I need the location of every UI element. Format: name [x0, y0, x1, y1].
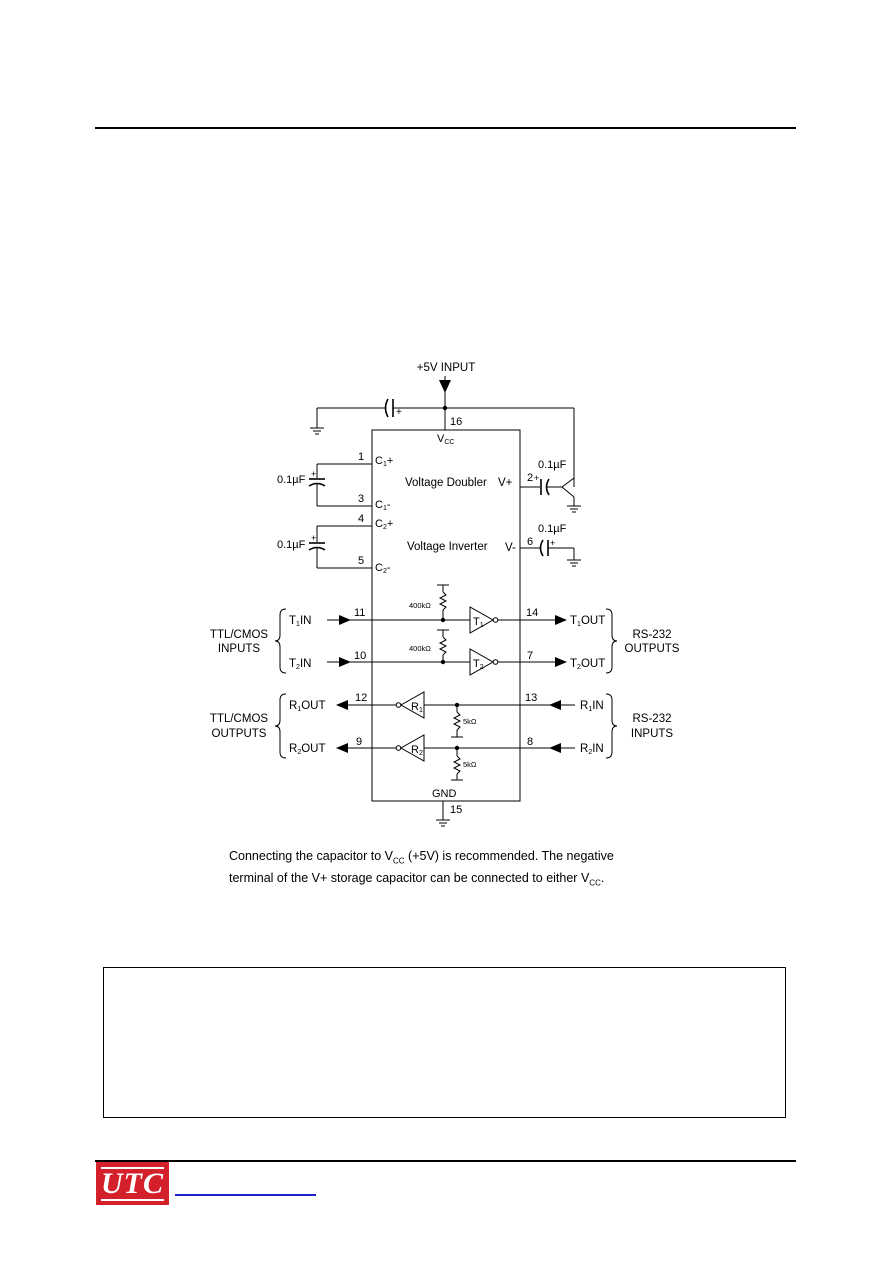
r400-1-value: 400kΩ	[409, 601, 431, 610]
website-link[interactable]	[175, 1193, 316, 1196]
cap3-branch-up	[561, 477, 575, 488]
t1-node	[440, 617, 446, 623]
pin-15-label: 15	[450, 804, 462, 816]
ttl-outputs-label-2: OUTPUTS	[212, 728, 267, 740]
left-brace-inputs	[274, 608, 287, 674]
r2-buffer-label: R2	[411, 744, 423, 757]
utc-logo-text: UTC	[101, 1166, 164, 1201]
v-minus-label: V-	[505, 542, 516, 554]
t2-buffer-label: T2	[473, 658, 484, 671]
pin-14-label: 14	[526, 607, 538, 619]
chip-gnd-label: GND	[432, 788, 457, 800]
note-line-1: Connecting the capacitor to VCC (+5V) is…	[229, 849, 614, 866]
pin-11-label: 11	[354, 607, 365, 619]
cap2-value: 0.1µF	[277, 539, 306, 551]
right-brace-outputs	[605, 608, 618, 674]
t2-node	[440, 659, 446, 665]
note-line-2: terminal of the V+ storage capacitor can…	[229, 870, 605, 888]
t2out-label: T2OUT	[570, 658, 605, 671]
supply-arrow-icon	[439, 380, 451, 393]
pin-10-label: 10	[354, 650, 366, 662]
c1-plus-pin: C1+	[375, 455, 393, 468]
t1-buffer-icon	[469, 606, 495, 634]
empty-notice-box	[103, 967, 786, 1118]
ttl-outputs-label-1: TTL/CMOS	[210, 713, 268, 725]
supply-label: +5V INPUT	[417, 362, 475, 374]
cap3-ground-icon	[567, 505, 581, 513]
header-rule	[95, 127, 796, 129]
ground-icon	[310, 427, 324, 435]
t1out-label: T1OUT	[570, 615, 605, 628]
cap4-capacitor-icon	[539, 539, 544, 557]
c2-minus-pin: C2-	[375, 562, 391, 575]
cap3-value: 0.1µF	[538, 459, 567, 471]
cap3-plus: +	[534, 473, 539, 483]
c2-plus-pin: C2+	[375, 518, 393, 531]
rs232-outputs-label-2: OUTPUTS	[625, 643, 680, 655]
resistor-400k-2-icon	[438, 636, 448, 656]
resistor-5k-2-icon	[452, 755, 462, 775]
cap4-value: 0.1µF	[538, 523, 567, 535]
pin-2-label: 2	[527, 472, 533, 484]
chip-vcc-label: VCC	[437, 433, 454, 446]
resistor-400k-1-icon	[438, 591, 448, 611]
r400-2-value: 400kΩ	[409, 644, 431, 653]
cap1-plus: +	[311, 469, 316, 479]
utc-logo: UTC	[96, 1162, 169, 1205]
pin-13-label: 13	[525, 692, 537, 704]
pin-4-label: 4	[358, 513, 364, 525]
t1-buffer-label: T1	[473, 616, 484, 629]
c1-minus-pin: C1-	[375, 499, 391, 512]
cap1-capacitor-icon	[308, 482, 326, 487]
left-brace-outputs	[274, 693, 287, 759]
footer-rule	[95, 1160, 796, 1162]
r5k-2-value: 5kΩ	[463, 760, 477, 769]
voltage-inverter-label: Voltage Inverter	[407, 541, 488, 553]
v-plus-label: V+	[498, 477, 513, 489]
t1in-label: T1IN	[289, 615, 311, 628]
t2-buffer-icon	[469, 648, 495, 676]
rs232-outputs-label-1: RS-232	[633, 629, 672, 641]
r2out-label: R2OUT	[289, 743, 326, 756]
r1out-label: R1OUT	[289, 700, 326, 713]
pin-1-label: 1	[358, 451, 364, 463]
pin-16-label: 16	[450, 416, 462, 428]
t2in-label: T2IN	[289, 658, 311, 671]
capacitor-note: Connecting the capacitor to VCC (+5V) is…	[229, 848, 689, 891]
cap1-value: 0.1µF	[277, 474, 306, 486]
pin-3-label: 3	[358, 493, 364, 505]
resistor-5k-1-icon	[452, 711, 462, 731]
r2in-label: R2IN	[580, 743, 604, 756]
pin-6-label: 6	[527, 536, 533, 548]
pin-8-label: 8	[527, 736, 533, 748]
chip-ground-icon	[436, 819, 450, 827]
pin-7-label: 7	[527, 650, 533, 662]
rs232-inputs-label-2: INPUTS	[631, 728, 674, 740]
cap3-branch-down	[561, 486, 575, 498]
voltage-doubler-label: Voltage Doubler	[405, 477, 487, 489]
chip-body	[371, 429, 521, 802]
rs232-inputs-label-1: RS-232	[633, 713, 672, 725]
ttl-inputs-label-1: TTL/CMOS	[210, 629, 268, 641]
cap2-capacitor-icon	[308, 546, 326, 551]
cap4-plus: +	[550, 538, 555, 548]
right-brace-inputs	[605, 693, 618, 759]
pin-9-label: 9	[356, 736, 362, 748]
t2-buffer-bubble	[492, 659, 499, 665]
t1-buffer-bubble	[492, 617, 499, 623]
cap2-plus: +	[311, 533, 316, 543]
cap4-ground-icon	[567, 559, 581, 567]
bypass-capacitor-icon	[384, 398, 389, 418]
bypass-cap-plus: +	[396, 407, 402, 418]
ttl-inputs-label-2: INPUTS	[218, 643, 261, 655]
pin-12-label: 12	[355, 692, 367, 704]
r1-buffer-label: R1	[411, 701, 423, 714]
pin-5-label: 5	[358, 555, 364, 567]
r1in-label: R1IN	[580, 700, 604, 713]
r5k-1-value: 5kΩ	[463, 717, 477, 726]
